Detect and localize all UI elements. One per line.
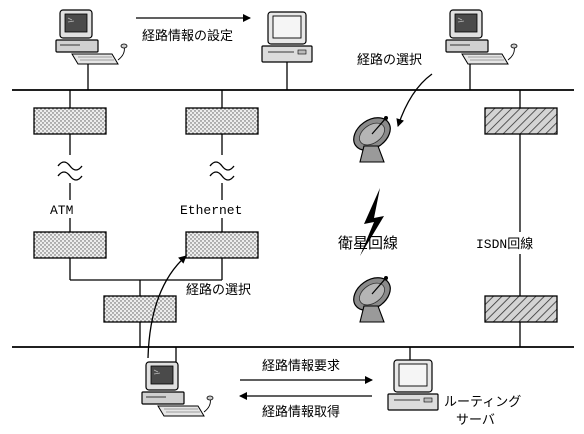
wave-break-icon [209,161,235,181]
satellite-dish-icon [346,110,398,163]
router-dotted-icon [185,107,259,135]
router-hatched-icon [484,107,558,135]
atm-label: ATM [50,203,73,218]
top-left-computer-icon [55,9,128,65]
ethernet-label: Ethernet [180,203,242,218]
router-hatched-icon [484,295,558,323]
top-right-computer-icon [445,9,518,65]
satellite-dish-icon [346,270,398,323]
wave-break-icon [57,161,83,181]
routing-server-label-line1: ルーティング [444,394,521,409]
router-dotted-icon [185,231,259,259]
route-selection-top-arrow [396,73,433,127]
isdn-line-label: ISDN回線 [476,236,533,252]
top-middle-server-icon [261,11,313,63]
satellite-line-label: 衛星回線 [338,235,398,252]
router-dotted-icon [33,107,107,135]
route-selection-top-label: 経路の選択 [357,52,422,67]
lightning-link-icon [360,188,384,256]
route-selection-mid-label: 経路の選択 [186,282,251,297]
routing-info-request-label: 経路情報要求 [262,358,340,373]
route-selection-mid-arrow [147,255,187,359]
routing-server-label-line2: サーバ [456,412,495,427]
routing-server-icon [387,359,439,411]
router-dotted-icon [33,231,107,259]
routing-info-acquire-label: 経路情報取得 [262,404,340,419]
bottom-left-computer-icon [141,361,214,417]
router-dotted-icon [103,295,177,323]
routing-info-setting-label: 経路情報の設定 [142,28,233,43]
